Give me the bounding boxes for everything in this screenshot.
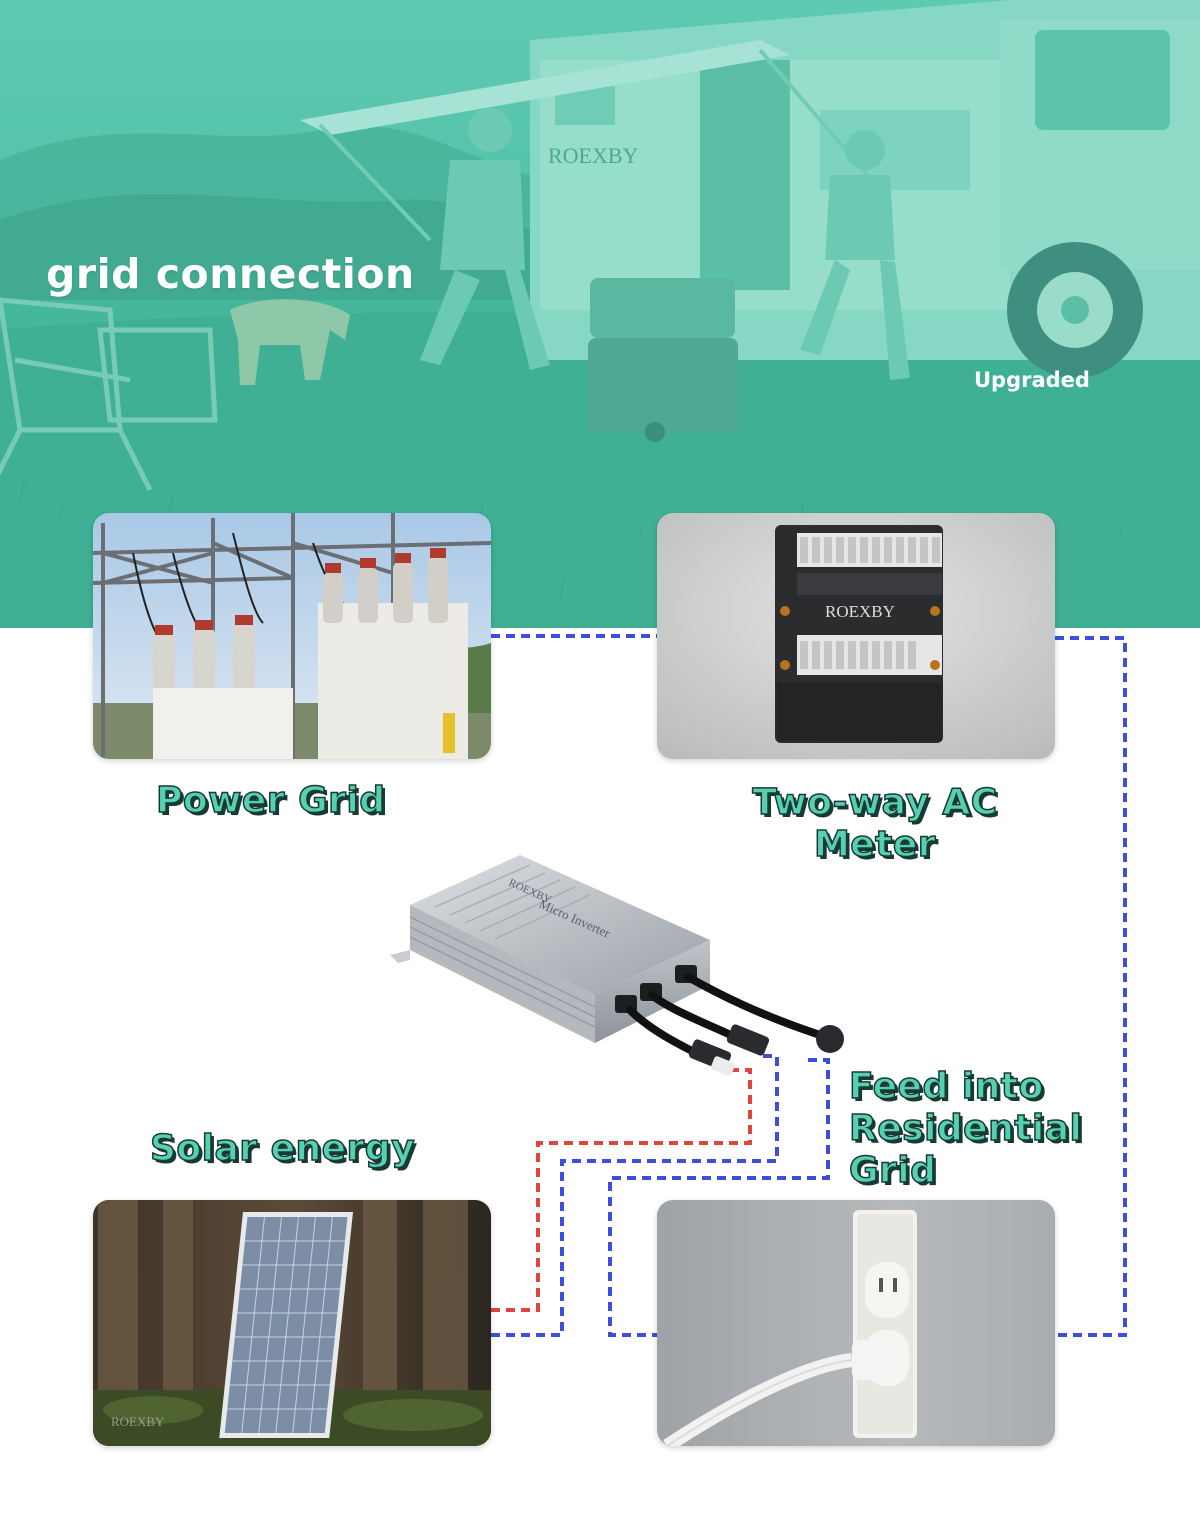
camping-scene-illustration: ROEXBY bbox=[0, 0, 1200, 628]
meter-brand-text: ROEXBY bbox=[825, 602, 895, 621]
power-grid-photo bbox=[93, 513, 491, 759]
wire-meter-to-outlet bbox=[1055, 636, 1127, 1337]
upgraded-badge: Upgraded bbox=[974, 368, 1090, 392]
ac-meter-photo: ROEXBY bbox=[657, 513, 1055, 759]
solar-watermark-text: ROEXBY bbox=[111, 1414, 165, 1429]
rv-brand-text: ROEXBY bbox=[548, 143, 639, 168]
residential-grid-label: Feed into Residential Grid bbox=[848, 1065, 1083, 1192]
micro-inverter-image: ROEXBY Micro Inverter bbox=[390, 855, 844, 1076]
hero-banner: ROEXBY grid connection Upgraded bbox=[0, 0, 1200, 628]
solar-panel-photo: ROEXBY bbox=[93, 1200, 491, 1446]
wall-outlet-photo bbox=[657, 1200, 1055, 1446]
solar-energy-label: Solar energy bbox=[149, 1127, 416, 1170]
power-grid-label: Power Grid bbox=[155, 779, 386, 822]
ac-meter-label: Two-way AC Meter bbox=[752, 781, 998, 866]
hero-title: grid connection bbox=[46, 250, 415, 298]
